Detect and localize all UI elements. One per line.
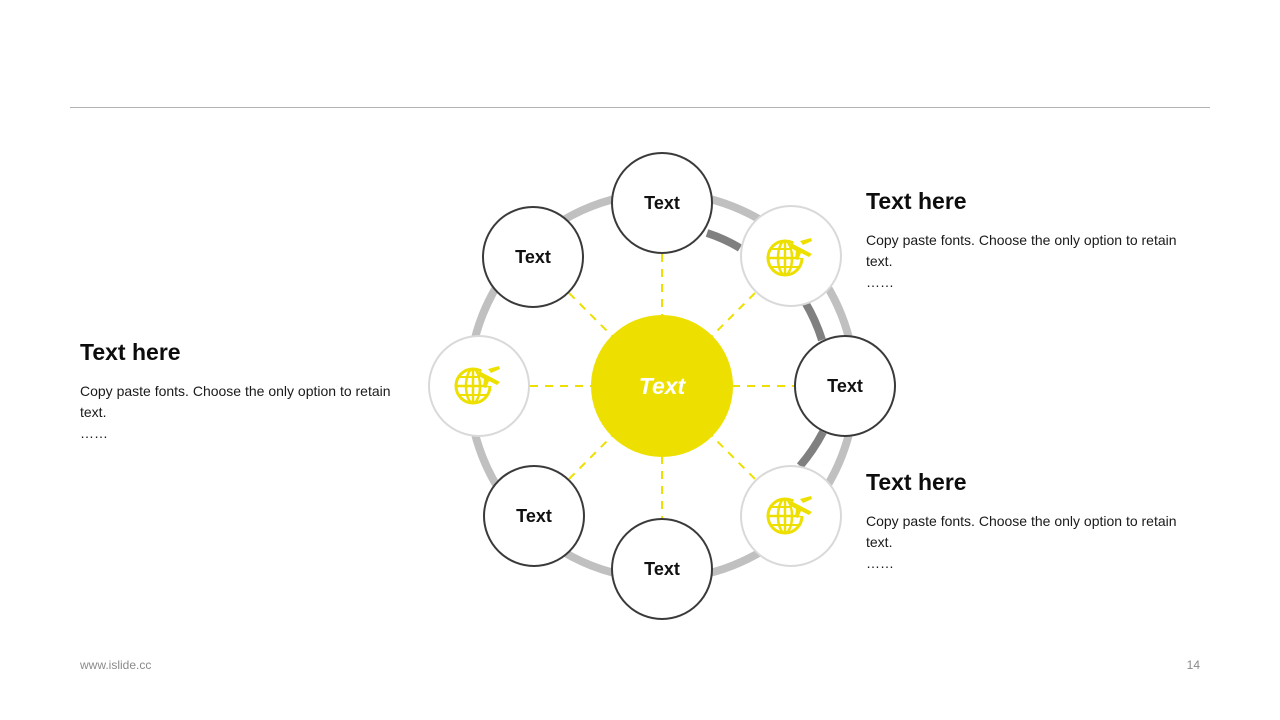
center-circle [591,315,733,457]
text-block-upper-right: Text here Copy paste fonts. Choose the o… [866,188,1196,293]
block-title: Text here [866,188,967,214]
node-upper-left-label: Text [515,247,551,267]
node-bottom-label: Text [644,559,680,579]
block-ellipsis: …… [80,424,108,441]
icon-node-left [428,335,530,437]
node-top: Text [611,152,713,254]
center-label: Text [639,373,687,399]
node-upper-left: Text [482,206,584,308]
node-lower-left: Text [483,465,585,567]
node-lower-left-label: Text [516,506,552,526]
node-top-label: Text [644,193,680,213]
block-title: Text here [866,469,967,495]
footer-website: www.islide.cc [80,658,152,672]
top-divider-line [70,107,1210,108]
ring-accent-top [705,229,743,252]
spokes [530,254,796,520]
text-block-lower-right: Text here Copy paste fonts. Choose the o… [866,469,1196,574]
node-right-label: Text [827,376,863,396]
block-body: Copy paste fonts. Choose the only option… [80,382,391,420]
block-ellipsis: …… [866,273,894,290]
page-number: 14 [1186,658,1200,672]
block-body: Copy paste fonts. Choose the only option… [866,512,1177,550]
node-bottom: Text [611,518,713,620]
icon-node-upper-right [740,205,842,307]
icon-node-lower-right [740,465,842,567]
ring-accent-low [796,430,827,469]
text-block-left: Text here Copy paste fonts. Choose the o… [80,339,410,444]
ring-accent-mid [801,299,826,342]
block-title: Text here [80,339,181,365]
block-ellipsis: …… [866,554,894,571]
node-right: Text [794,335,896,437]
block-body: Copy paste fonts. Choose the only option… [866,231,1177,269]
